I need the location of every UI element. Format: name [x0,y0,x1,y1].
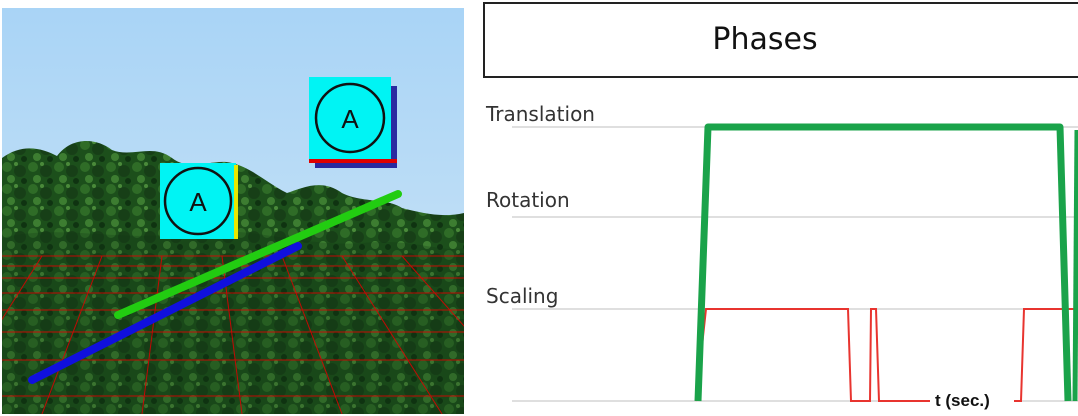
scene-view: A A [2,8,464,414]
scene-canvas: A A [2,8,464,414]
lane-label-translation: Translation [485,102,595,126]
time-axis-label: t (sec.) [935,391,990,410]
translation-signal-next [1072,129,1078,402]
marker-far: A [309,77,397,168]
tree-line-shadow [2,230,464,414]
lane-label-scaling: Scaling [486,284,558,308]
ground-grid [2,255,464,414]
phases-title: Phases [712,22,818,57]
phases-title-box: Phases [483,2,1078,78]
translation-signal [694,123,1072,402]
scaling-signal [695,308,1078,402]
time-axis-label-bg [930,386,1014,416]
target-line [114,190,402,319]
marker-near-letter: A [189,187,207,217]
marker-far-letter: A [341,104,359,134]
trace-line [28,242,302,384]
marker-near: A [160,163,238,239]
lane-label-rotation: Rotation [486,188,570,212]
phase-timeline: Translation Rotation Scaling t (sec.) [485,102,1078,416]
